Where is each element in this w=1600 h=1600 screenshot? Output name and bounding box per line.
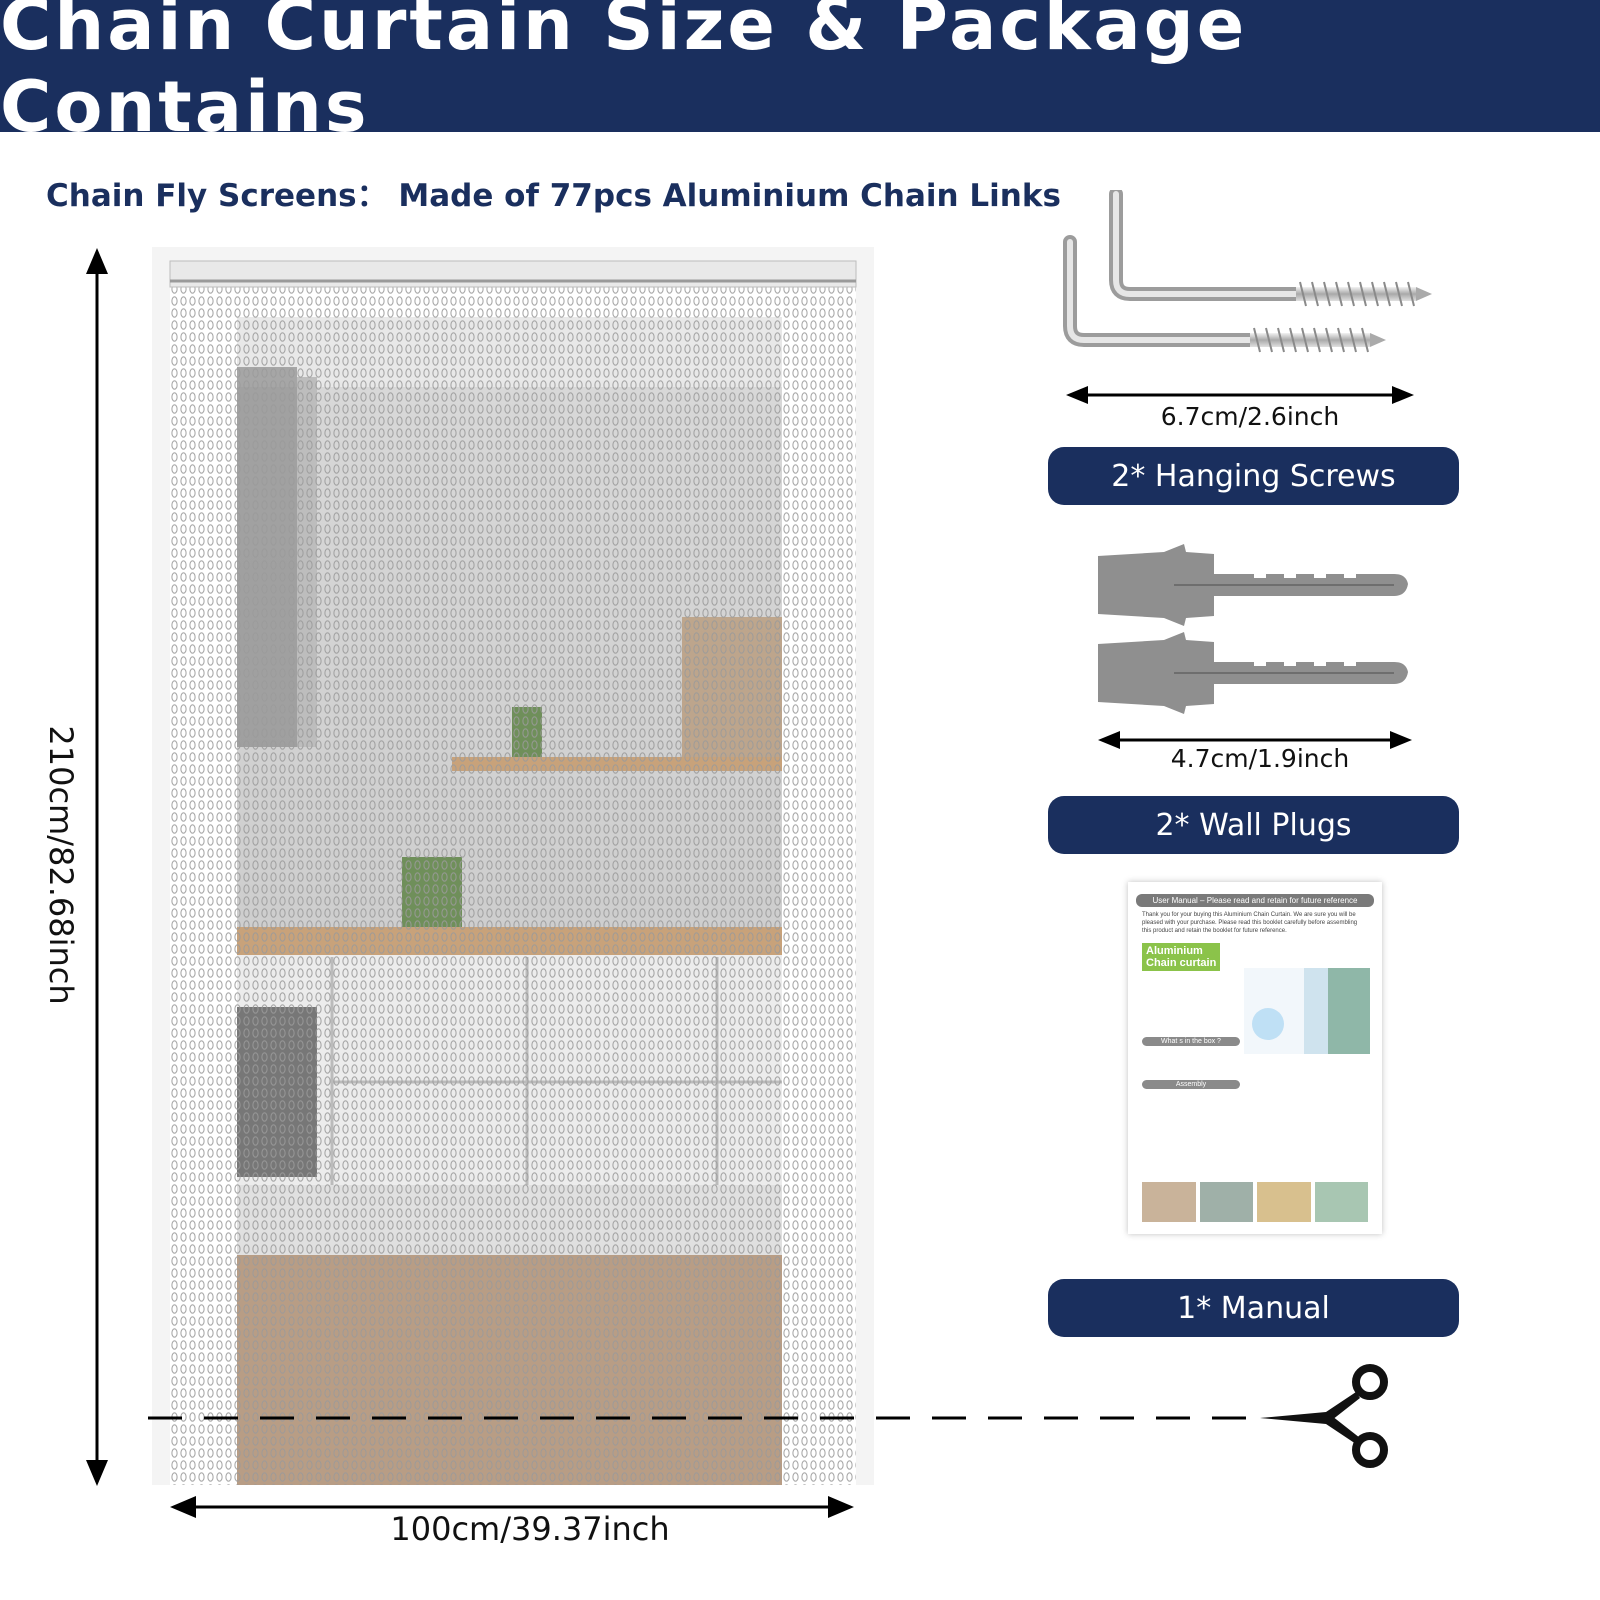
plug-size-arrow xyxy=(1098,731,1412,749)
manual-photo xyxy=(1244,968,1370,1054)
hook-screw-icon xyxy=(1063,190,1432,353)
title-banner: Chain Curtain Size & Package Contains xyxy=(0,0,1600,148)
cut-line xyxy=(148,1416,1268,1420)
manual-badge-line2: Chain curtain xyxy=(1146,957,1217,969)
screw-size-label: 6.7cm/2.6inch xyxy=(1160,402,1340,431)
scissors-icon xyxy=(1260,1364,1388,1468)
plug-size-label: 4.7cm/1.9inch xyxy=(1170,744,1350,773)
width-label: 100cm/39.37inch xyxy=(390,1510,670,1548)
manual-box-section: What s in the box ? xyxy=(1142,1037,1240,1046)
manual-header: User Manual – Please read and retain for… xyxy=(1136,894,1374,907)
manual-assembly-section: Assembly xyxy=(1142,1080,1240,1089)
wall-plug-icon xyxy=(1098,544,1408,714)
manual-step-photos xyxy=(1142,1182,1368,1222)
manual-badge-line1: Aluminium xyxy=(1146,945,1203,957)
chain-curtain-image xyxy=(152,247,874,1485)
manual-intro: Thank you for your buying this Aluminium… xyxy=(1142,912,1358,934)
manual-booklet: User Manual – Please read and retain for… xyxy=(1128,882,1382,1234)
height-label: 210cm/82.68inch xyxy=(42,725,80,1005)
wall-plugs-label: 2* Wall Plugs xyxy=(1048,796,1459,854)
height-arrow xyxy=(86,248,108,1486)
screw-size-arrow xyxy=(1066,386,1414,404)
width-arrow xyxy=(170,1496,854,1518)
hanging-screws-label: 2* Hanging Screws xyxy=(1048,447,1459,505)
manual-badge: Aluminium Chain curtain xyxy=(1142,943,1221,971)
subtitle: Chain Fly Screens： Made of 77pcs Alumini… xyxy=(46,178,1061,214)
page-title: Chain Curtain Size & Package Contains xyxy=(0,0,1248,148)
manual-label: 1* Manual xyxy=(1048,1279,1459,1337)
